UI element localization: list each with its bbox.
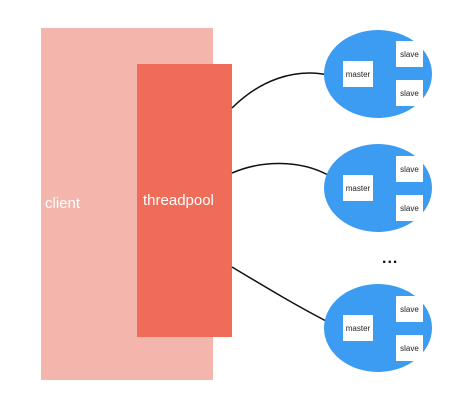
threadpool-label: threadpool (143, 192, 214, 209)
master-node: master (343, 175, 373, 201)
master-node: master (343, 315, 373, 341)
connector-line-3 (231, 266, 329, 323)
connector-line-2 (231, 162, 329, 176)
slave-node: slave (396, 156, 423, 182)
slave-node: slave (396, 296, 423, 322)
more-clusters-ellipsis: ... (382, 250, 399, 267)
slave-node: slave (396, 80, 423, 106)
slave-node: slave (396, 335, 423, 361)
connector-line-1 (231, 72, 329, 109)
client-label: client (45, 195, 81, 212)
master-node: master (343, 61, 373, 87)
slave-node: slave (396, 41, 423, 67)
threadpool-block (137, 64, 232, 337)
slave-node: slave (396, 195, 423, 221)
